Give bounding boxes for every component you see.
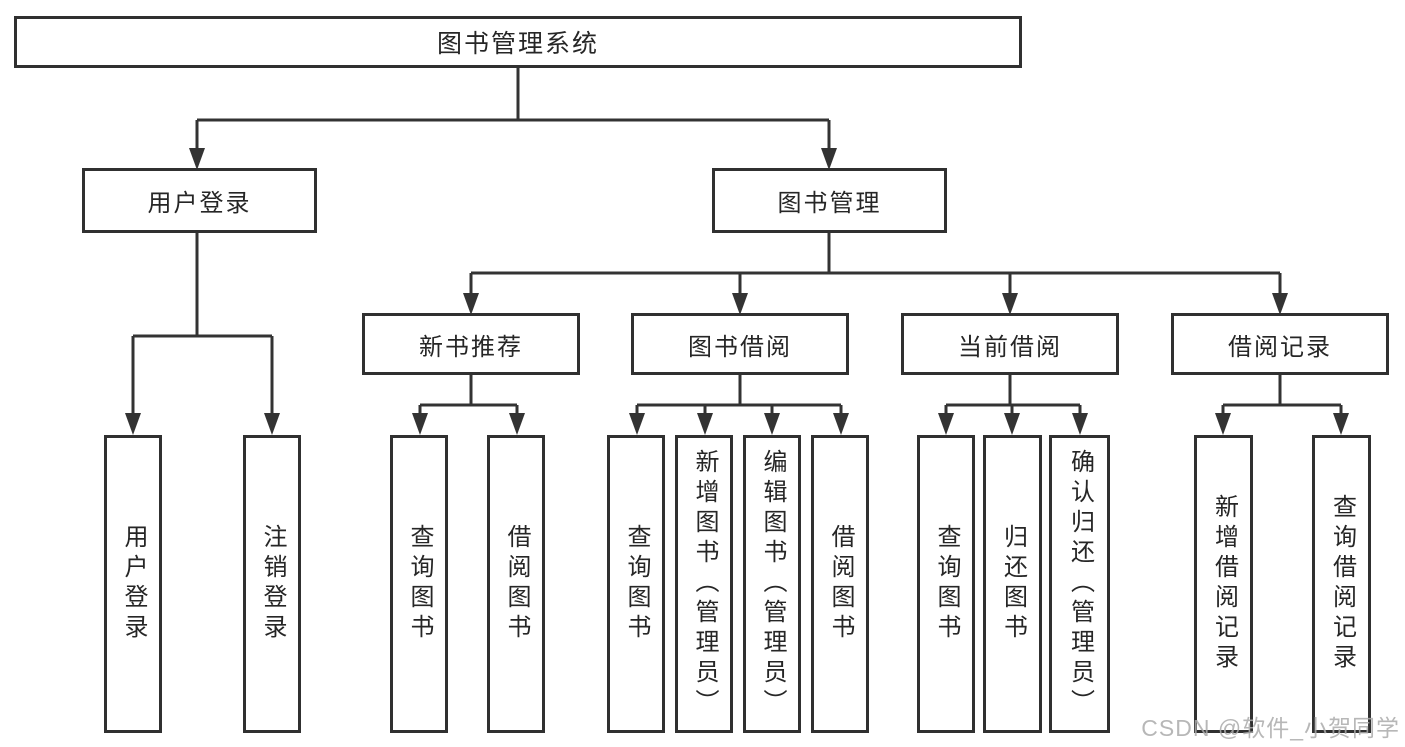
node-new-book-recommend: 新书推荐 bbox=[362, 313, 580, 375]
connector-borrowing-records-to-leaves bbox=[1221, 375, 1343, 417]
node-book-management: 图书管理 bbox=[712, 168, 947, 233]
leaf-borrow-books-recommend: 借阅图书 bbox=[487, 435, 545, 733]
leaf-add-borrowing-record: 新增借阅记录 bbox=[1194, 435, 1253, 733]
arrowheads bbox=[125, 148, 1349, 435]
leaf-query-books-current: 查询图书 bbox=[917, 435, 975, 733]
node-label: 编辑图书（管理员） bbox=[759, 449, 786, 719]
node-label: 查询图书 bbox=[406, 524, 433, 644]
node-label: 借阅记录 bbox=[1228, 333, 1332, 361]
leaf-logout: 注销登录 bbox=[243, 435, 301, 733]
node-borrowing-records: 借阅记录 bbox=[1171, 313, 1389, 375]
leaf-query-books-recommend: 查询图书 bbox=[390, 435, 448, 733]
node-label: 借阅图书 bbox=[503, 524, 530, 644]
node-label: 图书借阅 bbox=[688, 333, 792, 361]
node-current-borrowing: 当前借阅 bbox=[901, 313, 1119, 375]
connector-user-login-to-leaves bbox=[131, 233, 274, 417]
node-label: 查询图书 bbox=[623, 524, 650, 644]
node-label: 新增借阅记录 bbox=[1210, 494, 1238, 674]
csdn-watermark: CSDN @软件_小贺同学 bbox=[1141, 715, 1400, 741]
leaf-edit-books-admin: 编辑图书（管理员） bbox=[743, 435, 801, 733]
leaf-add-books-admin: 新增图书（管理员） bbox=[675, 435, 733, 733]
connector-new-book-recommend-to-leaves bbox=[418, 375, 519, 417]
node-label: 图书管理 bbox=[777, 190, 882, 217]
node-label: 查询图书 bbox=[933, 524, 960, 644]
leaf-query-books-borrowing: 查询图书 bbox=[607, 435, 665, 733]
node-label: 归还图书 bbox=[999, 524, 1027, 644]
node-book-borrowing: 图书借阅 bbox=[631, 313, 849, 375]
leaf-borrow-books: 借阅图书 bbox=[811, 435, 869, 733]
connector-current-borrowing-to-leaves bbox=[944, 375, 1082, 417]
node-user-login: 用户登录 bbox=[82, 168, 317, 233]
leaf-confirm-return-admin: 确认归还（管理员） bbox=[1049, 435, 1110, 733]
node-label: 图书管理系统 bbox=[436, 30, 599, 58]
node-label: 查询借阅记录 bbox=[1328, 494, 1356, 674]
node-label: 确认归还（管理员） bbox=[1066, 449, 1094, 719]
connector-root-to-level2 bbox=[195, 68, 831, 152]
node-label: 用户登录 bbox=[120, 524, 147, 644]
node-label: 新书推荐 bbox=[419, 333, 523, 361]
connector-book-borrowing-to-leaves bbox=[635, 375, 843, 417]
leaf-return-books: 归还图书 bbox=[983, 435, 1042, 733]
node-label: 借阅图书 bbox=[827, 524, 854, 644]
leaf-query-borrowing-record: 查询借阅记录 bbox=[1312, 435, 1371, 733]
node-library-management-system: 图书管理系统 bbox=[14, 16, 1022, 68]
node-label: 新增图书（管理员） bbox=[691, 449, 718, 719]
node-label: 用户登录 bbox=[147, 190, 252, 217]
node-label: 注销登录 bbox=[259, 524, 286, 644]
connector-book-management-to-level3 bbox=[469, 233, 1282, 297]
node-label: 当前借阅 bbox=[958, 333, 1062, 361]
leaf-user-login: 用户登录 bbox=[104, 435, 162, 733]
